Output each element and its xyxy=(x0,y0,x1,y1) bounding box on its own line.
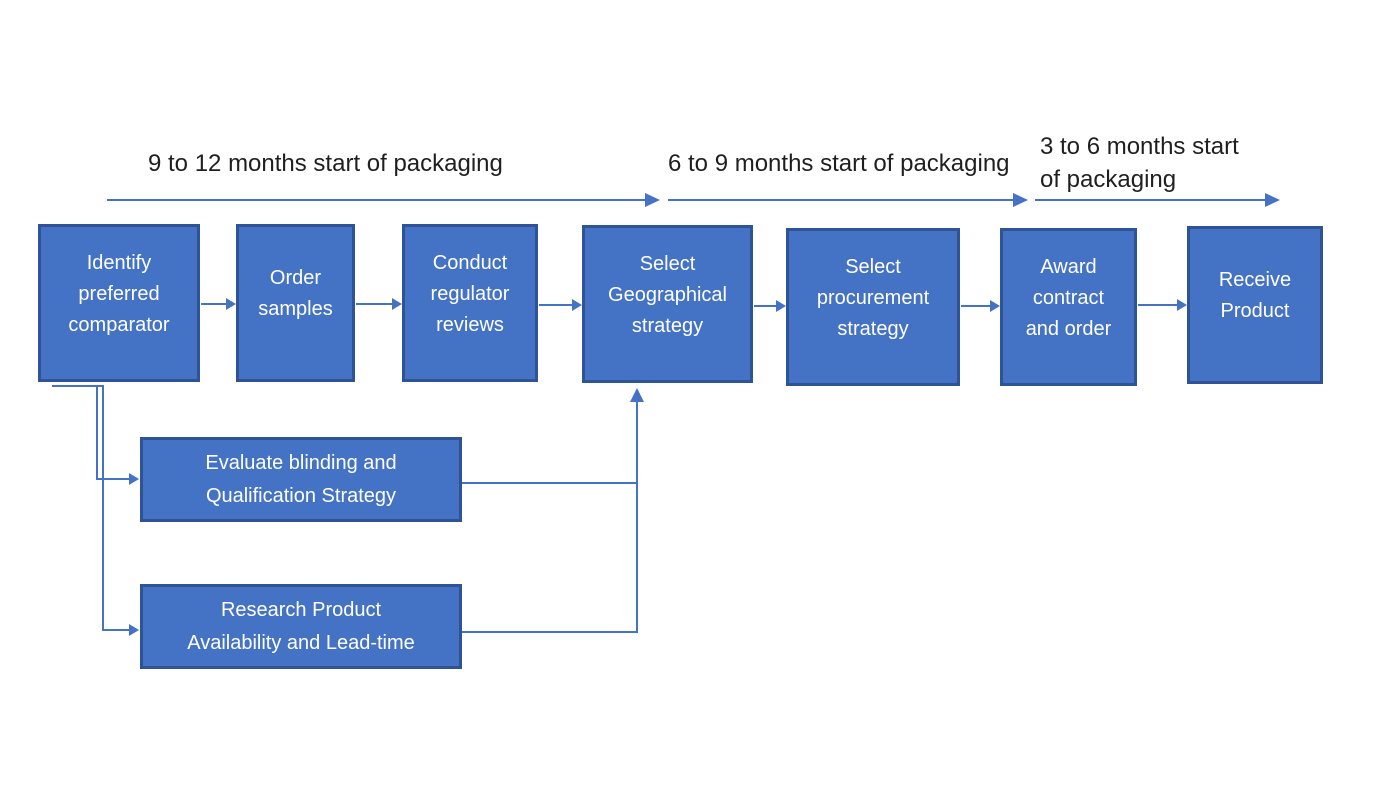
arrowhead-right-icon xyxy=(572,299,582,311)
timeline-arrow-line xyxy=(668,199,1015,201)
node-award-contract-and-order: Award contract and order xyxy=(1000,228,1137,386)
node-label: Research Product Availability and Lead-t… xyxy=(187,598,415,654)
arrowhead-right-icon xyxy=(129,473,139,485)
merge-line-from-research xyxy=(462,631,638,633)
timeline-label-phase1: 9 to 12 months start of packaging xyxy=(148,150,503,177)
arrowhead-up-icon xyxy=(630,388,644,402)
node-select-procurement-strategy: Select procurement strategy xyxy=(786,228,960,386)
arrowhead-right-icon xyxy=(990,300,1000,312)
branch-stub-line xyxy=(52,385,104,387)
timeline-label-phase3: 3 to 6 months start of packaging xyxy=(1040,133,1239,193)
arrowhead-right-icon xyxy=(1265,193,1280,207)
arrowhead-right-icon xyxy=(645,193,660,207)
arrowhead-right-icon xyxy=(392,298,402,310)
node-research-product-availability-lead-time: Research Product Availability and Lead-t… xyxy=(140,584,462,669)
flow-arrow-line xyxy=(201,303,226,305)
node-evaluate-blinding-qualification-strategy: Evaluate blinding and Qualification Stra… xyxy=(140,437,462,522)
node-identify-preferred-comparator: Identify preferred comparator xyxy=(38,224,200,382)
node-order-samples: Order samples xyxy=(236,224,355,382)
arrowhead-right-icon xyxy=(226,298,236,310)
merge-vertical-line xyxy=(636,401,638,633)
node-label: Award contract and order xyxy=(1025,255,1112,340)
branch-horizontal-line-2 xyxy=(102,629,130,631)
branch-vertical-line-2 xyxy=(102,386,104,631)
timeline-arrow-line xyxy=(1035,199,1267,201)
arrowhead-right-icon xyxy=(129,624,139,636)
node-label: Identify preferred comparator xyxy=(68,251,170,336)
node-receive-product: Receive Product xyxy=(1187,226,1323,384)
timeline-arrow-line xyxy=(107,199,647,201)
flow-arrow-line xyxy=(539,304,573,306)
arrowhead-right-icon xyxy=(776,300,786,312)
node-label: Order samples xyxy=(258,267,333,320)
node-label: Conduct regulator reviews xyxy=(430,251,510,336)
node-label: Select Geographical strategy xyxy=(608,252,727,337)
arrowhead-right-icon xyxy=(1013,193,1028,207)
node-label: Receive Product xyxy=(1218,269,1292,322)
branch-vertical-line-1 xyxy=(96,386,98,479)
merge-line-from-evaluate xyxy=(462,482,638,484)
node-label: Evaluate blinding and Qualification Stra… xyxy=(205,451,397,507)
flow-arrow-line xyxy=(961,305,991,307)
timeline-label-phase2: 6 to 9 months start of packaging xyxy=(668,150,1010,177)
node-select-geographical-strategy: Select Geographical strategy xyxy=(582,225,753,383)
branch-horizontal-line-1 xyxy=(96,478,130,480)
node-conduct-regulator-reviews: Conduct regulator reviews xyxy=(402,224,538,382)
arrowhead-right-icon xyxy=(1177,299,1187,311)
flow-arrow-line xyxy=(754,305,777,307)
flow-arrow-line xyxy=(356,303,393,305)
node-label: Select procurement strategy xyxy=(816,255,930,340)
flow-arrow-line xyxy=(1138,304,1178,306)
